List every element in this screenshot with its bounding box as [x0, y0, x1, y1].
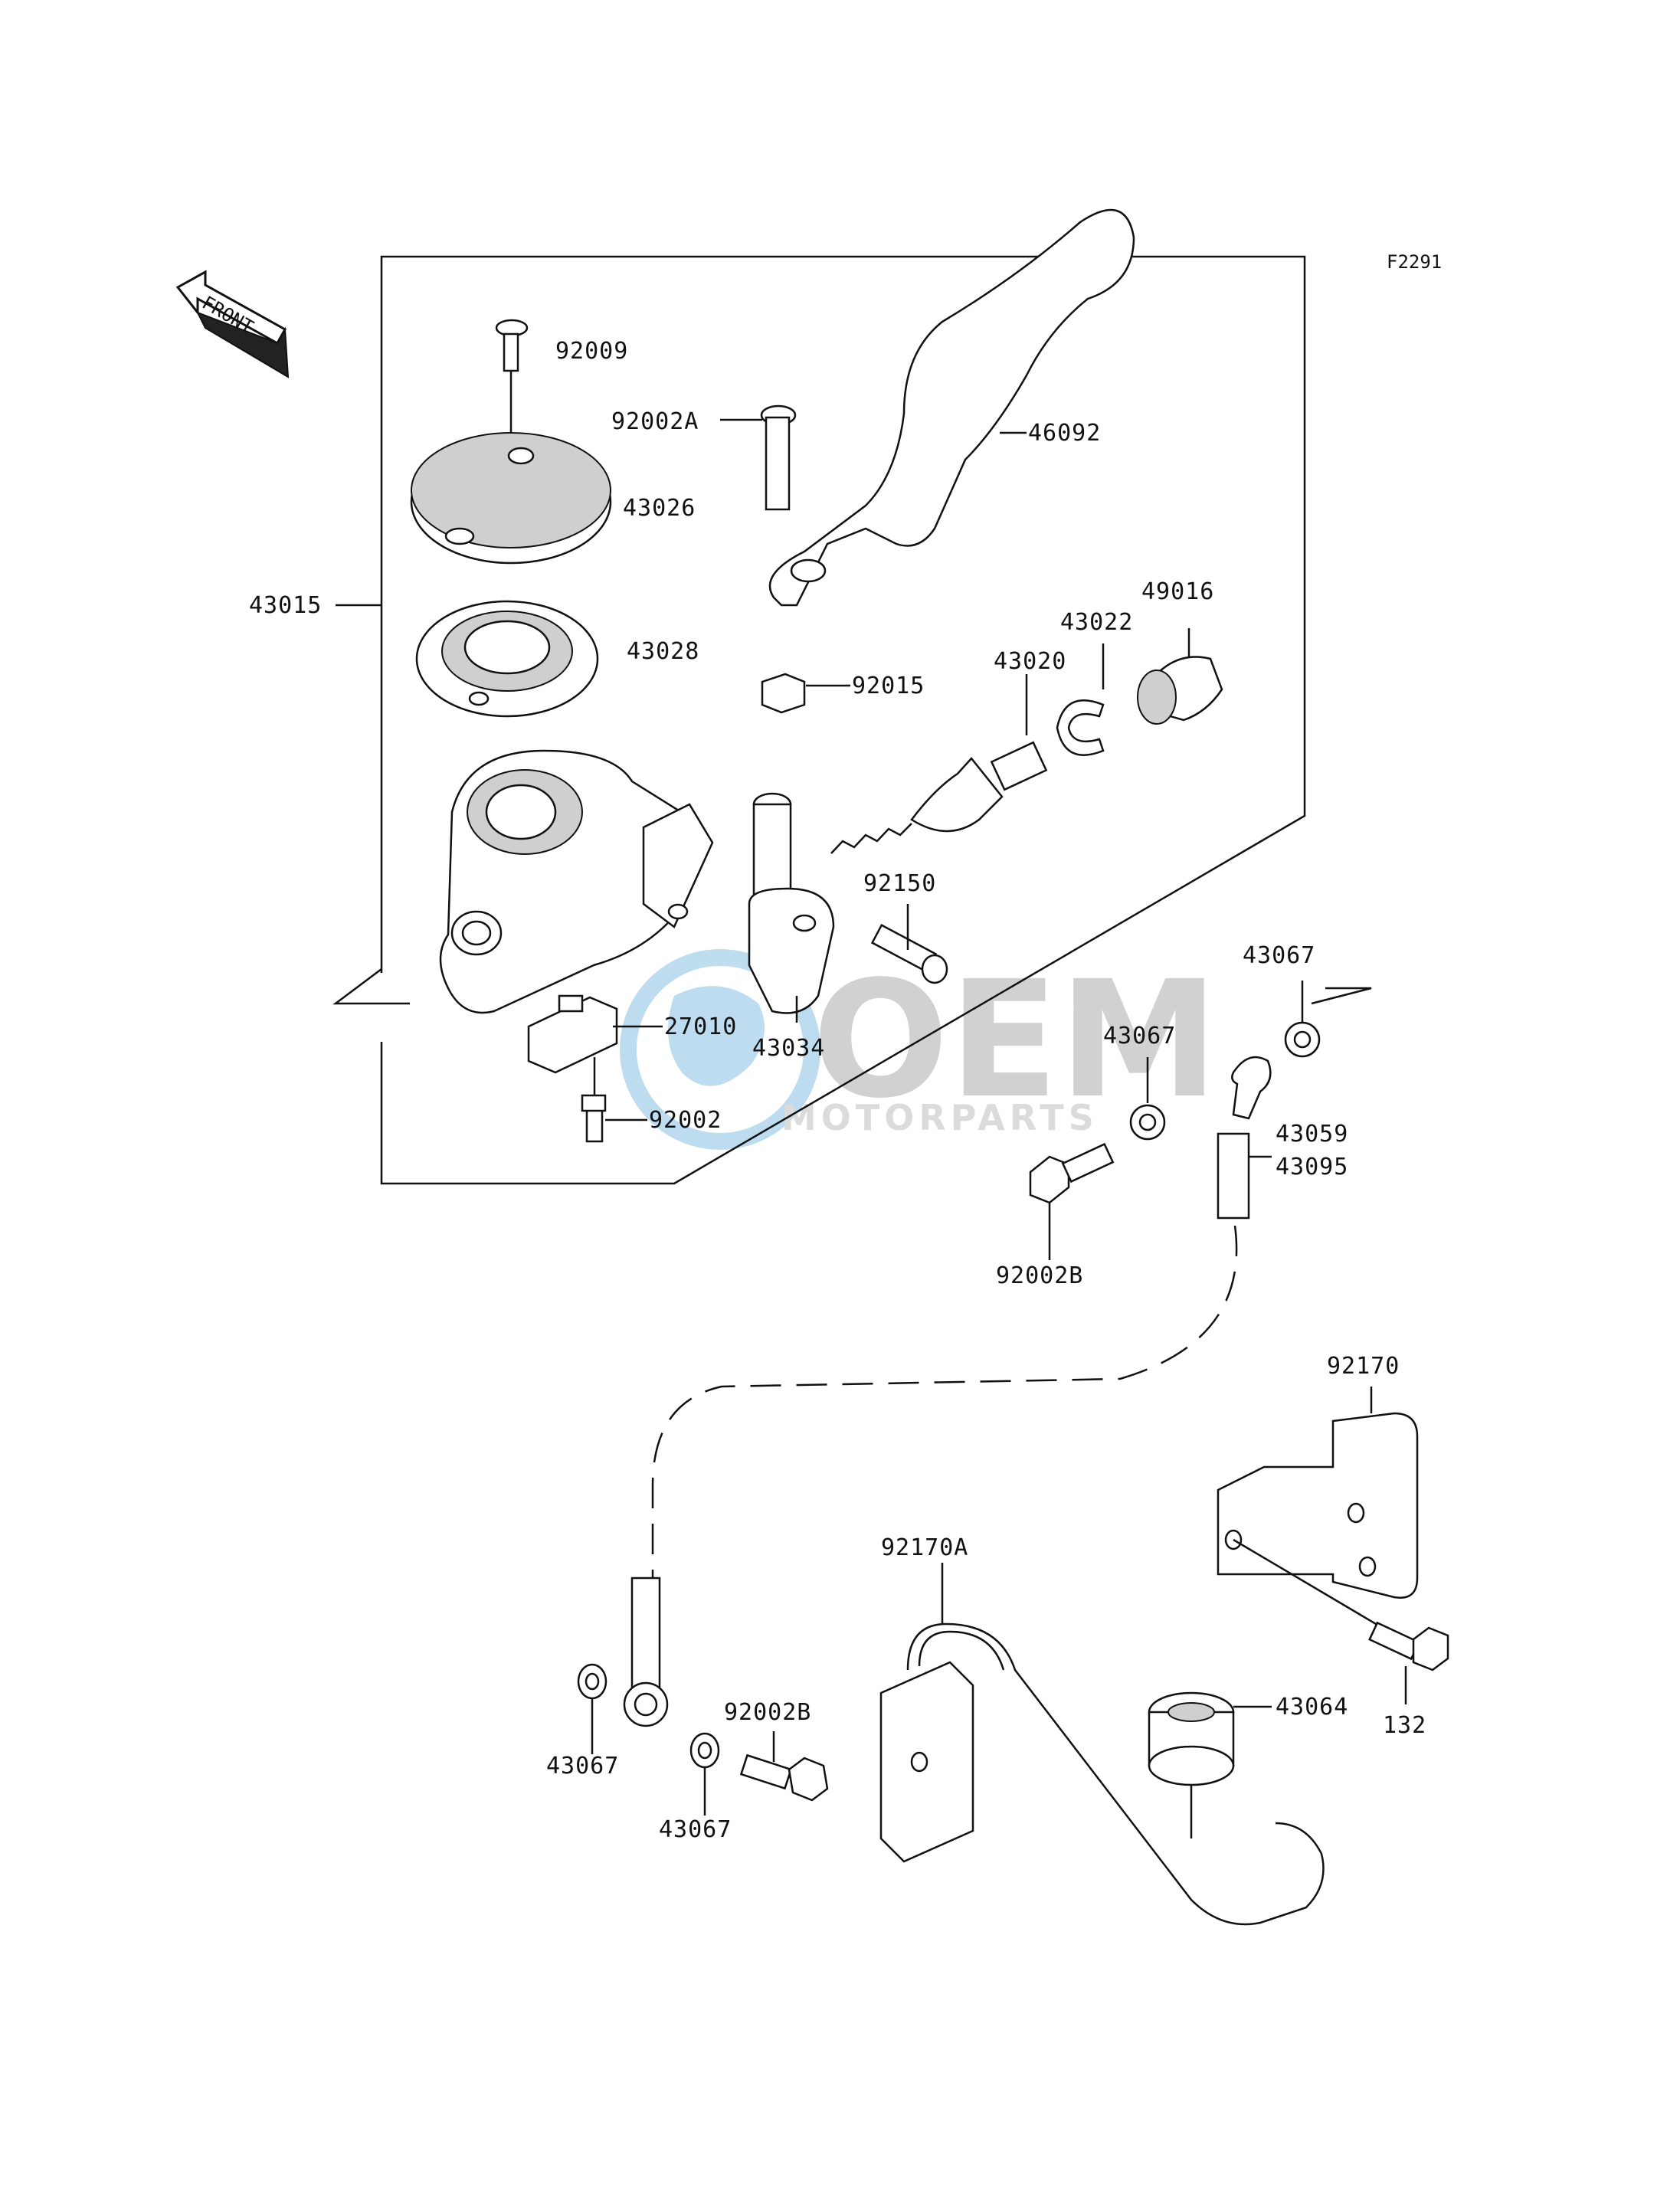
label-92170A: 92170A [881, 1534, 968, 1561]
assembly-frame [332, 255, 1306, 1185]
label-43034: 43034 [752, 1035, 825, 1062]
washer-43067-mid [1129, 1057, 1166, 1141]
label-92015: 92015 [852, 673, 925, 699]
label-49016: 49016 [1141, 578, 1214, 605]
washer-43067-upper [1284, 981, 1321, 1058]
diagram-code: F2291 [1387, 251, 1442, 273]
reservoir-cap-43026 [410, 432, 612, 565]
bracket-92170 [1217, 1387, 1419, 1641]
master-cylinder-body [439, 749, 714, 1014]
diaphragm-43028 [415, 600, 599, 718]
label-92009: 92009 [555, 338, 628, 365]
label-43059: 43059 [1276, 1121, 1348, 1148]
label-43067-b: 43067 [1103, 1023, 1176, 1049]
pivot-bolt-92002A [720, 404, 797, 511]
label-43028: 43028 [627, 638, 699, 665]
label-46092: 46092 [1028, 420, 1101, 447]
piston-43020 [830, 674, 1048, 854]
label-43067-d: 43067 [659, 1816, 732, 1843]
banjo-bolt-92002B-upper [1029, 1142, 1115, 1260]
watermark-logo: OEM MOTORPARTS [620, 946, 1219, 1150]
clamp-43034 [748, 792, 835, 1023]
watermark-brand: OEM [812, 946, 1219, 1134]
screw-92002 [581, 1057, 647, 1143]
label-43026: 43026 [623, 495, 696, 522]
switch-27010 [527, 994, 663, 1074]
label-92002B-b: 92002B [724, 1699, 811, 1726]
label-43095: 43095 [1276, 1154, 1348, 1180]
label-92170: 92170 [1327, 1353, 1400, 1380]
front-arrow-icon: FRONT [175, 270, 290, 378]
washer-43067-lower-left [577, 1663, 607, 1754]
washer-43067-lower-right [689, 1732, 720, 1816]
label-43067-a: 43067 [1243, 942, 1315, 969]
bolt-132 [1368, 1621, 1449, 1704]
bolt-92002B-lower [739, 1731, 829, 1802]
bracket-92170A [879, 1563, 1325, 1926]
screw-92009 [495, 319, 529, 444]
label-43067-c: 43067 [546, 1753, 619, 1780]
label-92002B-a: 92002B [996, 1262, 1083, 1289]
lower-banjo-fitting [623, 1577, 669, 1727]
label-43020: 43020 [994, 648, 1066, 675]
brake-lever-46092 [768, 208, 1135, 607]
label-43015: 43015 [249, 592, 322, 619]
brake-hose-43059 [651, 1056, 1272, 1578]
label-92150: 92150 [863, 870, 936, 897]
label-27010: 27010 [664, 1013, 737, 1040]
label-92002A: 92002A [611, 408, 699, 435]
label-43064: 43064 [1276, 1694, 1348, 1721]
watermark-sub: MOTORPARTS [781, 1097, 1099, 1138]
nut-92015 [761, 673, 850, 714]
circlip-43022 [1056, 643, 1105, 756]
label-43022: 43022 [1060, 609, 1133, 636]
grommet-43064 [1148, 1691, 1272, 1838]
label-92002: 92002 [649, 1107, 722, 1134]
boot-49016 [1137, 628, 1223, 725]
label-132: 132 [1383, 1712, 1426, 1739]
bolt-92150 [870, 904, 948, 984]
